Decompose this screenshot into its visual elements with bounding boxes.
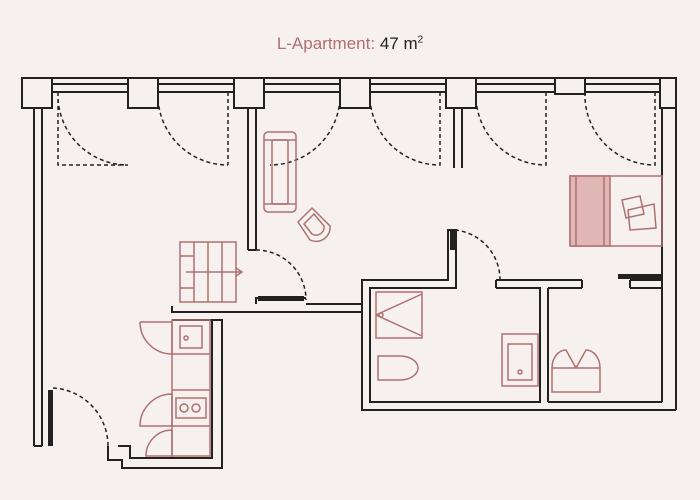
shower-line: [375, 293, 423, 316]
window-swings: [57, 91, 656, 166]
plan-title: L-Apartment: 47 m2: [0, 34, 700, 54]
wall-pier: [233, 77, 265, 109]
wall-pier: [21, 77, 53, 109]
wall-fills: [48, 230, 662, 446]
wall-pier: [127, 77, 159, 109]
plan-title-label: L-Apartment:: [276, 34, 376, 53]
bathroom-fixtures: [375, 291, 539, 387]
cabinet-swing: [139, 321, 173, 355]
bath-door-leaf: [450, 230, 455, 250]
bedroom-wall-stub: [618, 274, 662, 279]
sofa-frame: [263, 131, 297, 213]
shower-drain: [378, 312, 384, 318]
armchair: [297, 206, 331, 243]
entry-door-leaf: [48, 390, 53, 446]
living-door-swing: [255, 249, 307, 301]
windows: [52, 77, 660, 93]
sofa: [263, 131, 297, 213]
bathroom-wall: [361, 312, 676, 411]
bathroom-wall: [361, 229, 541, 403]
burner: [191, 403, 201, 413]
sofa-seat: [271, 139, 289, 205]
stairs-arrowhead: [235, 267, 244, 277]
armchair-shape: [297, 206, 331, 243]
window-swing: [369, 91, 441, 166]
wall-pier: [445, 77, 477, 109]
sliding-door-track: [258, 296, 304, 301]
wall-pier: [554, 77, 586, 95]
area-unit-superscript: 2: [417, 34, 424, 46]
stairs: [179, 241, 244, 303]
pillow: [627, 203, 657, 231]
storage-chair: [575, 349, 601, 369]
kitchen-sink: [179, 325, 203, 349]
shower-line: [375, 314, 423, 337]
storage-chair: [551, 349, 577, 369]
plan-area-value: 47 m: [379, 34, 418, 53]
door-swings: [52, 229, 501, 447]
bath-door-swing: [454, 229, 501, 281]
cabinet-swing: [139, 393, 173, 427]
entry-door-swing: [52, 387, 109, 447]
storage-furniture: [551, 349, 601, 393]
window-swing: [269, 91, 341, 166]
cooktop: [175, 397, 207, 419]
storage-bench: [551, 367, 601, 393]
interior-wall: [171, 303, 363, 313]
kitchen-counter: [171, 319, 211, 457]
walls: [21, 77, 677, 469]
window-swing: [475, 91, 547, 166]
burner: [179, 403, 189, 413]
toilet: [377, 355, 419, 381]
bottom-wall: [107, 319, 223, 469]
armchair-seat: [302, 212, 325, 236]
window-swing: [157, 91, 229, 166]
kitchen: [139, 319, 211, 457]
pillow: [621, 195, 645, 219]
washer-dot: [517, 369, 523, 375]
sink-drain: [183, 335, 189, 341]
bed: [569, 175, 663, 247]
wall-pier: [339, 77, 371, 109]
cabinet-swing: [145, 429, 173, 457]
window-swing: [584, 91, 656, 166]
washer: [501, 333, 539, 387]
wall-pier: [659, 77, 677, 109]
washer-door: [507, 343, 533, 381]
window-swing: [57, 91, 129, 166]
